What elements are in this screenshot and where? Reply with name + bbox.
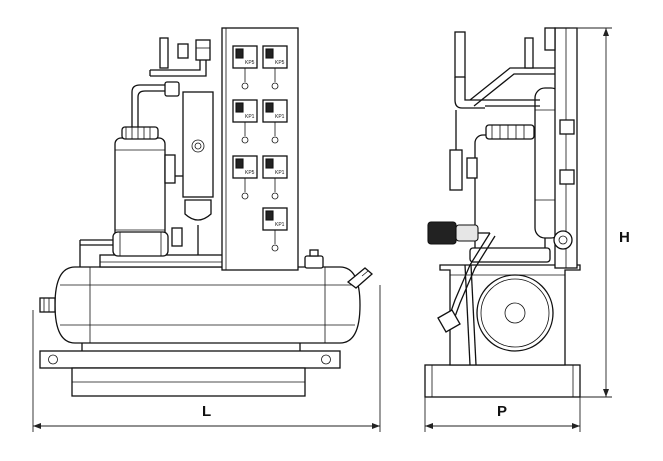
side-view	[424, 27, 581, 398]
pressure-switch: KP1	[232, 99, 258, 144]
pressure-switch-label: KP5	[275, 60, 285, 66]
pressure-switch: KP1	[262, 99, 288, 144]
receiver-tank	[39, 266, 361, 344]
dimension-height	[570, 27, 612, 398]
filter-drier-column	[164, 91, 214, 255]
base-frame	[39, 343, 341, 397]
side-piping	[449, 27, 556, 191]
length-label: L	[202, 403, 212, 420]
side-panel	[554, 27, 578, 269]
height-label: H	[619, 229, 630, 246]
tank-valves	[304, 249, 373, 289]
piping	[131, 37, 211, 127]
pressure-switch-label: KP1	[245, 114, 255, 120]
pressure-switch: KP5	[262, 45, 288, 90]
depth-label: P	[497, 403, 508, 420]
pressure-switch-label: KP5	[245, 170, 255, 176]
receiver-end-view	[464, 264, 554, 366]
dimension-length	[32, 285, 381, 432]
pressure-switch-label: KP1	[275, 170, 285, 176]
pressure-switch: KP5	[232, 45, 258, 90]
dimension-depth	[424, 397, 581, 432]
side-base	[424, 364, 581, 398]
pressure-switch: KP5	[232, 155, 258, 200]
pressure-switch: KP1	[262, 207, 288, 252]
pressure-switch-label: KP1	[275, 222, 285, 228]
pressure-switch: KP1	[262, 155, 288, 200]
side-valve	[437, 230, 573, 333]
scroll-compressor	[79, 126, 169, 267]
side-compressor	[469, 124, 551, 263]
pressure-switch-label: KP1	[275, 114, 285, 120]
solenoid-valve	[427, 221, 496, 323]
pressure-switch-label: KP5	[245, 60, 255, 66]
